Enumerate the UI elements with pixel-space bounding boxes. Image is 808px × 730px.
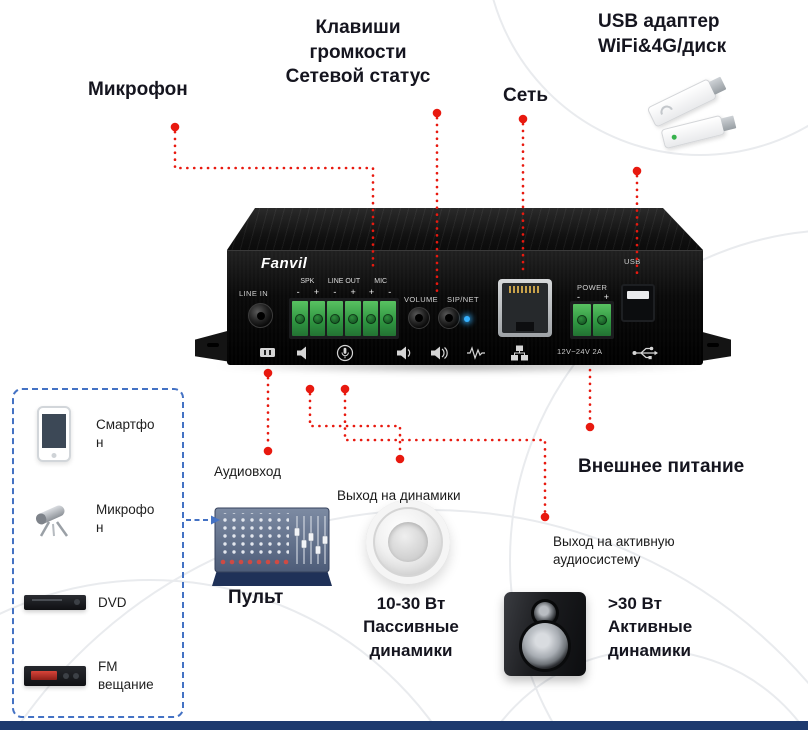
fm-receiver-icon [24, 665, 86, 686]
polarity-mark: + [603, 292, 609, 302]
source-dvd: DVD [24, 594, 178, 612]
mixer-gain-knobs [220, 559, 289, 565]
wave-icon [467, 346, 485, 360]
woofer [522, 623, 568, 669]
usb-icon [632, 346, 658, 360]
microphone-icon [35, 505, 69, 537]
volume-knob [408, 307, 430, 329]
active-output-callout: Выход на активную аудиосистему [553, 534, 675, 567]
device-front-panel: Fanvil LINE IN SPK LINE OUT MIC - + - + … [227, 250, 703, 365]
polarity-mark: - [388, 287, 392, 297]
device-top-face [227, 208, 703, 250]
volume-label: VOLUME [404, 295, 439, 304]
mixer-base [212, 570, 332, 586]
audio-sources-box: Смартфон [12, 388, 184, 718]
terminal-pin [292, 301, 308, 336]
source-fm: FM вещание [24, 658, 178, 693]
mixer-knobs [219, 513, 289, 555]
usb-adapter-callout: USB адаптер WiFi&4G/диск [598, 11, 727, 57]
volume-network-callout: Клавиши громкости Сетевой статус [285, 17, 431, 88]
terminal-pin [309, 301, 326, 336]
decorative-arc [492, 0, 808, 156]
line-in-icon [260, 348, 275, 357]
sipnet-label: SIP/NET [447, 295, 479, 304]
source-label: FM вещание [98, 659, 154, 692]
polarity-mark: - [577, 292, 580, 302]
speaker-loud-icon [431, 346, 448, 360]
mic-label: MIC [374, 278, 388, 285]
mounting-ear-left [195, 330, 231, 362]
source-microphone: Микрофон [24, 498, 178, 540]
dvd-player-icon [24, 595, 86, 611]
sipnet-button [438, 307, 460, 329]
terminal-pin [380, 301, 397, 336]
external-power-callout: Внешнее питание [578, 456, 745, 477]
microphone-callout: Микрофон [88, 79, 188, 100]
spk-label: SPK [300, 278, 315, 285]
active-speakers-callout: >30 Вт Активные динамики [608, 594, 693, 660]
power-terminal [570, 301, 614, 339]
decorative-arc [493, 649, 807, 730]
usb-port-label: USB [624, 257, 641, 266]
source-smartphone: Смартфон [24, 406, 178, 462]
mixer-fader-caps [294, 527, 328, 555]
mic-icon [336, 344, 354, 362]
polarity-mark: + [350, 287, 356, 297]
footer-bar [0, 721, 808, 730]
ceiling-speaker-image [366, 500, 450, 584]
smartphone-icon [37, 406, 71, 462]
mixer-image [212, 507, 332, 586]
passive-speakers-callout: 10-30 Вт Пассивные динамики [363, 594, 459, 660]
terminal-pin [345, 301, 361, 336]
terminal-pin [327, 301, 344, 336]
line-in-jack [248, 303, 273, 328]
line-in-label: LINE IN [239, 289, 269, 298]
terminal-block [289, 298, 399, 339]
ethernet-port [498, 279, 552, 337]
terminal-pin [573, 304, 591, 336]
source-label: Смартфон [96, 417, 155, 450]
active-speaker-image [504, 592, 586, 676]
terminal-pin [593, 304, 611, 336]
rating-label: 12V~24V 2A [557, 347, 603, 356]
line-out-label: LINE OUT [327, 278, 361, 285]
polarity-mark: + [313, 287, 320, 297]
polarity-mark: - [296, 287, 300, 297]
audio-input-callout: Аудиовход [214, 464, 281, 479]
terminal-labels: SPK LINE OUT MIC [289, 278, 399, 285]
speaker-low-icon [397, 346, 411, 360]
device-icon-row [260, 344, 658, 362]
polarity-mark: - [333, 287, 337, 297]
power-polarity: - + [577, 292, 609, 302]
speaker-output-callout: Выход на динамики [337, 488, 461, 503]
terminal-polarity: - + - + + - [289, 287, 399, 297]
status-led [464, 316, 470, 322]
decorative-arc [509, 230, 808, 730]
speaker-icon [297, 346, 306, 360]
usb-port [621, 284, 655, 322]
decorative-arc [0, 579, 439, 730]
polarity-mark: + [368, 287, 375, 297]
power-label: POWER [577, 283, 608, 292]
ethernet-socket [502, 283, 548, 333]
fanvil-logo: Fanvil [261, 255, 308, 272]
network-callout: Сеть [503, 85, 549, 106]
lan-icon [511, 345, 528, 361]
paging-gateway-device: Fanvil LINE IN SPK LINE OUT MIC - + - + … [193, 208, 733, 380]
usb-tongue [627, 291, 649, 299]
console-callout: Пульт [228, 587, 284, 608]
terminal-pin [362, 301, 379, 336]
source-label: Микрофон [96, 502, 155, 535]
source-label: DVD [98, 595, 127, 610]
